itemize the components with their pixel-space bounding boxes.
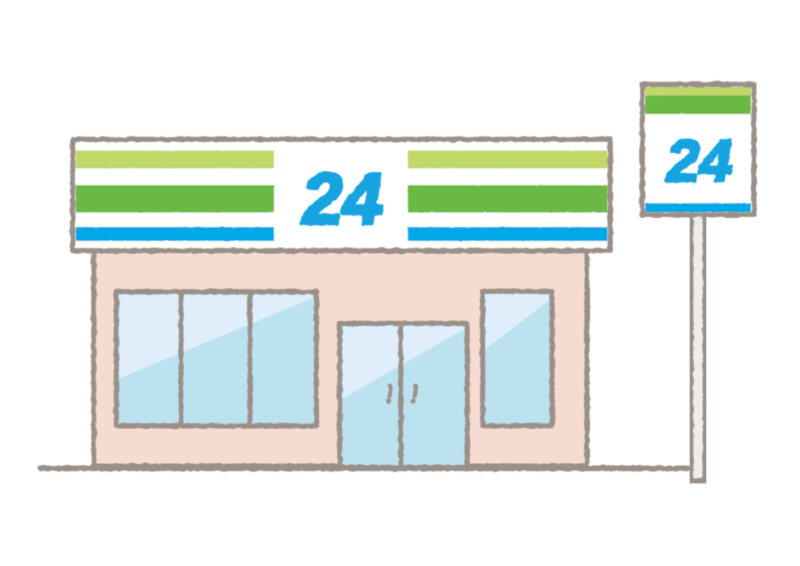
svg-text:24: 24 <box>662 130 738 195</box>
svg-text:24: 24 <box>297 159 390 239</box>
